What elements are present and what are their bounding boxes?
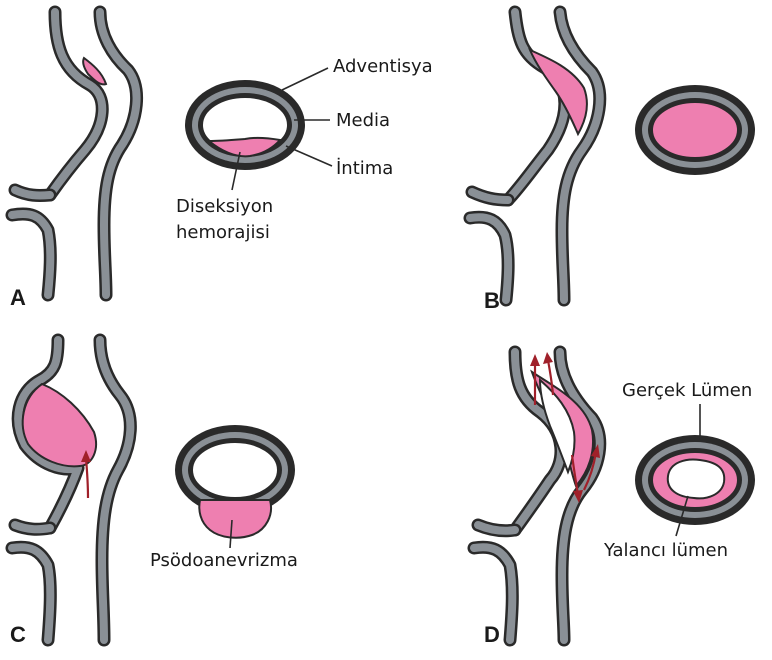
panel-letter-c: C — [10, 622, 26, 648]
label-yalanci-lumen: Yalancı lümen — [604, 540, 728, 561]
panel-b-hemorrhage-fill — [652, 102, 738, 158]
panel-b-cross-section — [635, 85, 755, 175]
panel-letter-d: D — [484, 622, 500, 648]
label-diseksiyon: Diseksiyon — [176, 196, 273, 217]
panel-c-vessel — [12, 340, 130, 640]
panel-b-vessel — [470, 12, 600, 300]
label-hemorajisi: hemorajisi — [176, 222, 270, 243]
label-intima: İntima — [336, 158, 393, 179]
label-psodoanevrizma: Psödoanevrizma — [150, 550, 298, 571]
panel-a-vessel — [12, 12, 137, 295]
panel-d-arrowhead-1 — [530, 354, 540, 366]
panel-letter-b: B — [484, 288, 500, 314]
panel-letter-a: A — [10, 285, 26, 311]
label-gercek-lumen: Gerçek Lümen — [622, 380, 752, 401]
panel-c-cross-section — [175, 425, 295, 548]
panel-a — [12, 12, 332, 295]
panel-a-cross-section — [185, 80, 305, 170]
panel-d-cross-section — [635, 404, 755, 536]
panel-d-true-lumen — [668, 460, 724, 499]
panel-b — [470, 12, 755, 300]
panel-d-vessel — [474, 352, 600, 640]
panel-c-pseudoaneurysm-outpouch — [199, 500, 271, 538]
panel-d-arrowhead-2 — [543, 352, 553, 364]
panel-c — [12, 340, 295, 640]
label-adventisya: Adventisya — [333, 56, 433, 77]
label-media: Media — [336, 110, 390, 131]
